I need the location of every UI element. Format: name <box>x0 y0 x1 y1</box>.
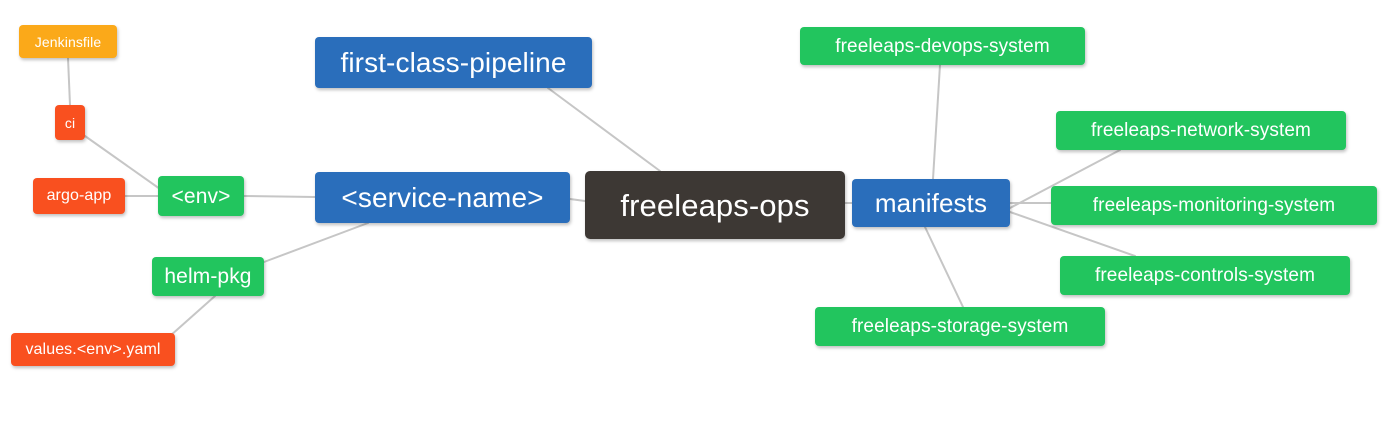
mindmap-node-manifests[interactable]: manifests <box>852 179 1010 227</box>
mindmap-node-env[interactable]: <env> <box>158 176 244 216</box>
edge-values-yaml-to-helm-pkg <box>169 295 216 337</box>
mindmap-node-ci[interactable]: ci <box>55 105 85 140</box>
mindmap-node-monitoring-system[interactable]: freeleaps-monitoring-system <box>1051 186 1377 225</box>
mindmap-node-devops-system[interactable]: freeleaps-devops-system <box>800 27 1085 65</box>
mindmap-node-argo-app[interactable]: argo-app <box>33 178 125 214</box>
mindmap-node-network-system[interactable]: freeleaps-network-system <box>1056 111 1346 150</box>
edge-manifests-to-devops-system <box>932 64 941 180</box>
mindmap-node-storage-system[interactable]: freeleaps-storage-system <box>815 307 1105 346</box>
edge-jenkinsfile-to-ci <box>67 57 71 106</box>
mindmap-node-controls-system[interactable]: freeleaps-controls-system <box>1060 256 1350 295</box>
mindmap-node-service-name[interactable]: <service-name> <box>315 172 570 223</box>
edge-manifests-to-storage-system <box>924 226 964 308</box>
mindmap-node-jenkinsfile[interactable]: Jenkinsfile <box>19 25 117 58</box>
mindmap-node-values-yaml[interactable]: values.<env>.yaml <box>11 333 175 366</box>
edge-helm-pkg-to-service-name <box>263 222 369 263</box>
mindmap-node-helm-pkg[interactable]: helm-pkg <box>152 257 264 296</box>
edge-service-name-to-freeleaps-ops <box>569 198 586 202</box>
mindmap-node-freeleaps-ops[interactable]: freeleaps-ops <box>585 171 845 239</box>
edge-env-to-service-name <box>243 195 316 198</box>
mindmap-node-first-class-pipeline[interactable]: first-class-pipeline <box>315 37 592 88</box>
edge-first-class-pipeline-to-freeleaps-ops <box>547 87 661 172</box>
